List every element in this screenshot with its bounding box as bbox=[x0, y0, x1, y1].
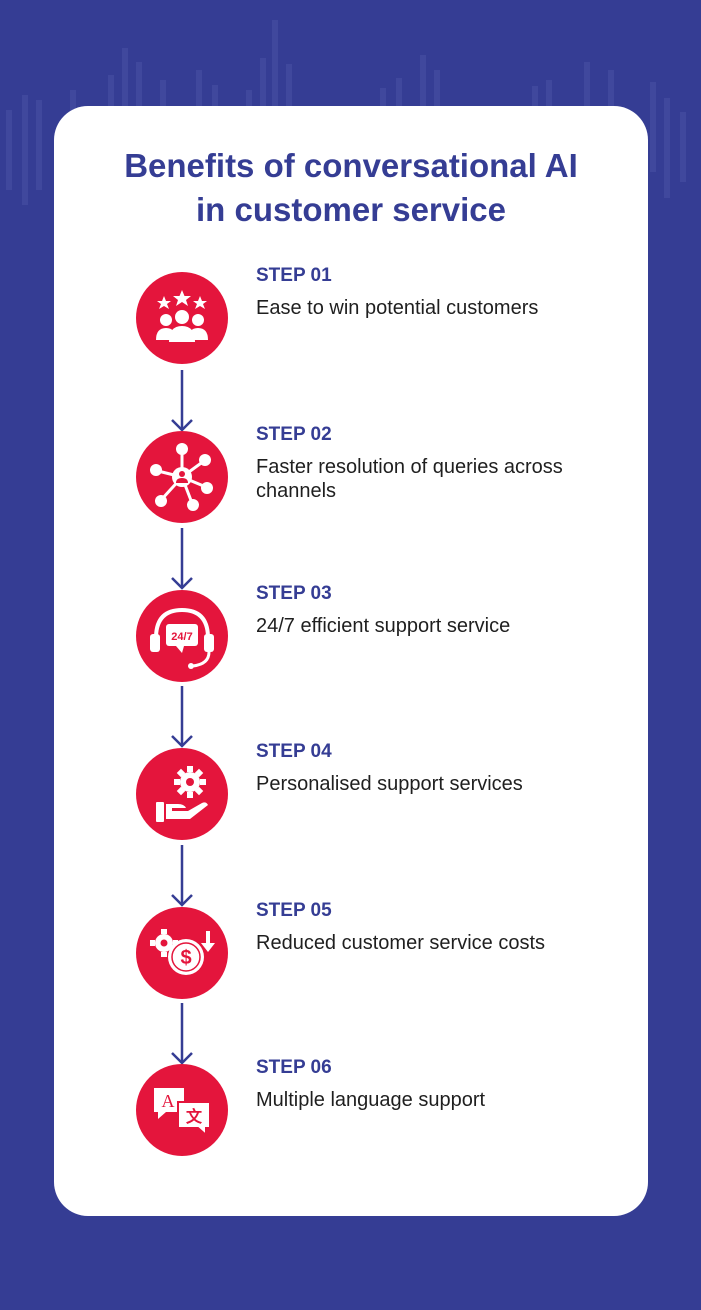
icon-24-7-text: 24/7 bbox=[171, 631, 192, 643]
title-line-1: Benefits of conversational AI bbox=[124, 147, 578, 184]
translation-icon: A 文 bbox=[136, 1064, 228, 1156]
arrow-down-icon bbox=[171, 1003, 193, 1065]
step-description: Faster resolution of queries across chan… bbox=[256, 456, 563, 502]
arrow-down-icon bbox=[171, 686, 193, 748]
step-01: STEP 01 Ease to win potential customers bbox=[136, 265, 616, 368]
benefits-card: Benefits of conversational AI in custome… bbox=[54, 106, 648, 1216]
arrow-down-icon bbox=[171, 528, 193, 590]
dollar-sign-text: $ bbox=[180, 947, 191, 969]
letter-a-text: A bbox=[162, 1091, 175, 1111]
step-05: $ STEP 05 Reduced customer service costs bbox=[136, 900, 616, 1003]
step-03: 24/7 STEP 03 24/7 efficient support serv… bbox=[136, 583, 616, 686]
hand-gear-icon bbox=[136, 748, 228, 840]
step-description: Multiple language support bbox=[256, 1089, 486, 1111]
step-02: STEP 02 Faster resolution of queries acr… bbox=[136, 424, 616, 527]
customers-stars-icon bbox=[136, 272, 228, 364]
step-description: Personalised support services bbox=[256, 773, 523, 795]
page-title: Benefits of conversational AI in custome… bbox=[54, 144, 648, 232]
cost-reduction-icon: $ bbox=[136, 907, 228, 999]
headset-24-7-icon: 24/7 bbox=[136, 590, 228, 682]
step-description: Ease to win potential customers bbox=[256, 297, 539, 319]
step-description: Reduced customer service costs bbox=[256, 932, 546, 954]
title-line-2: in customer service bbox=[196, 191, 506, 228]
step-label: STEP 02 bbox=[256, 424, 332, 445]
network-hub-icon bbox=[136, 431, 228, 523]
step-description: 24/7 efficient support service bbox=[256, 615, 511, 637]
arrow-down-icon bbox=[171, 845, 193, 907]
chinese-character-text: 文 bbox=[186, 1107, 203, 1126]
step-label: STEP 04 bbox=[256, 741, 332, 762]
step-04: STEP 04 Personalised support services bbox=[136, 741, 616, 844]
background-sound-bars bbox=[6, 20, 686, 205]
step-label: STEP 05 bbox=[256, 900, 332, 921]
step-label: STEP 01 bbox=[256, 265, 332, 286]
step-label: STEP 06 bbox=[256, 1057, 332, 1078]
arrow-down-icon bbox=[171, 370, 193, 432]
step-06: A 文 STEP 06 Multiple language support bbox=[136, 1057, 616, 1160]
step-label: STEP 03 bbox=[256, 583, 332, 604]
